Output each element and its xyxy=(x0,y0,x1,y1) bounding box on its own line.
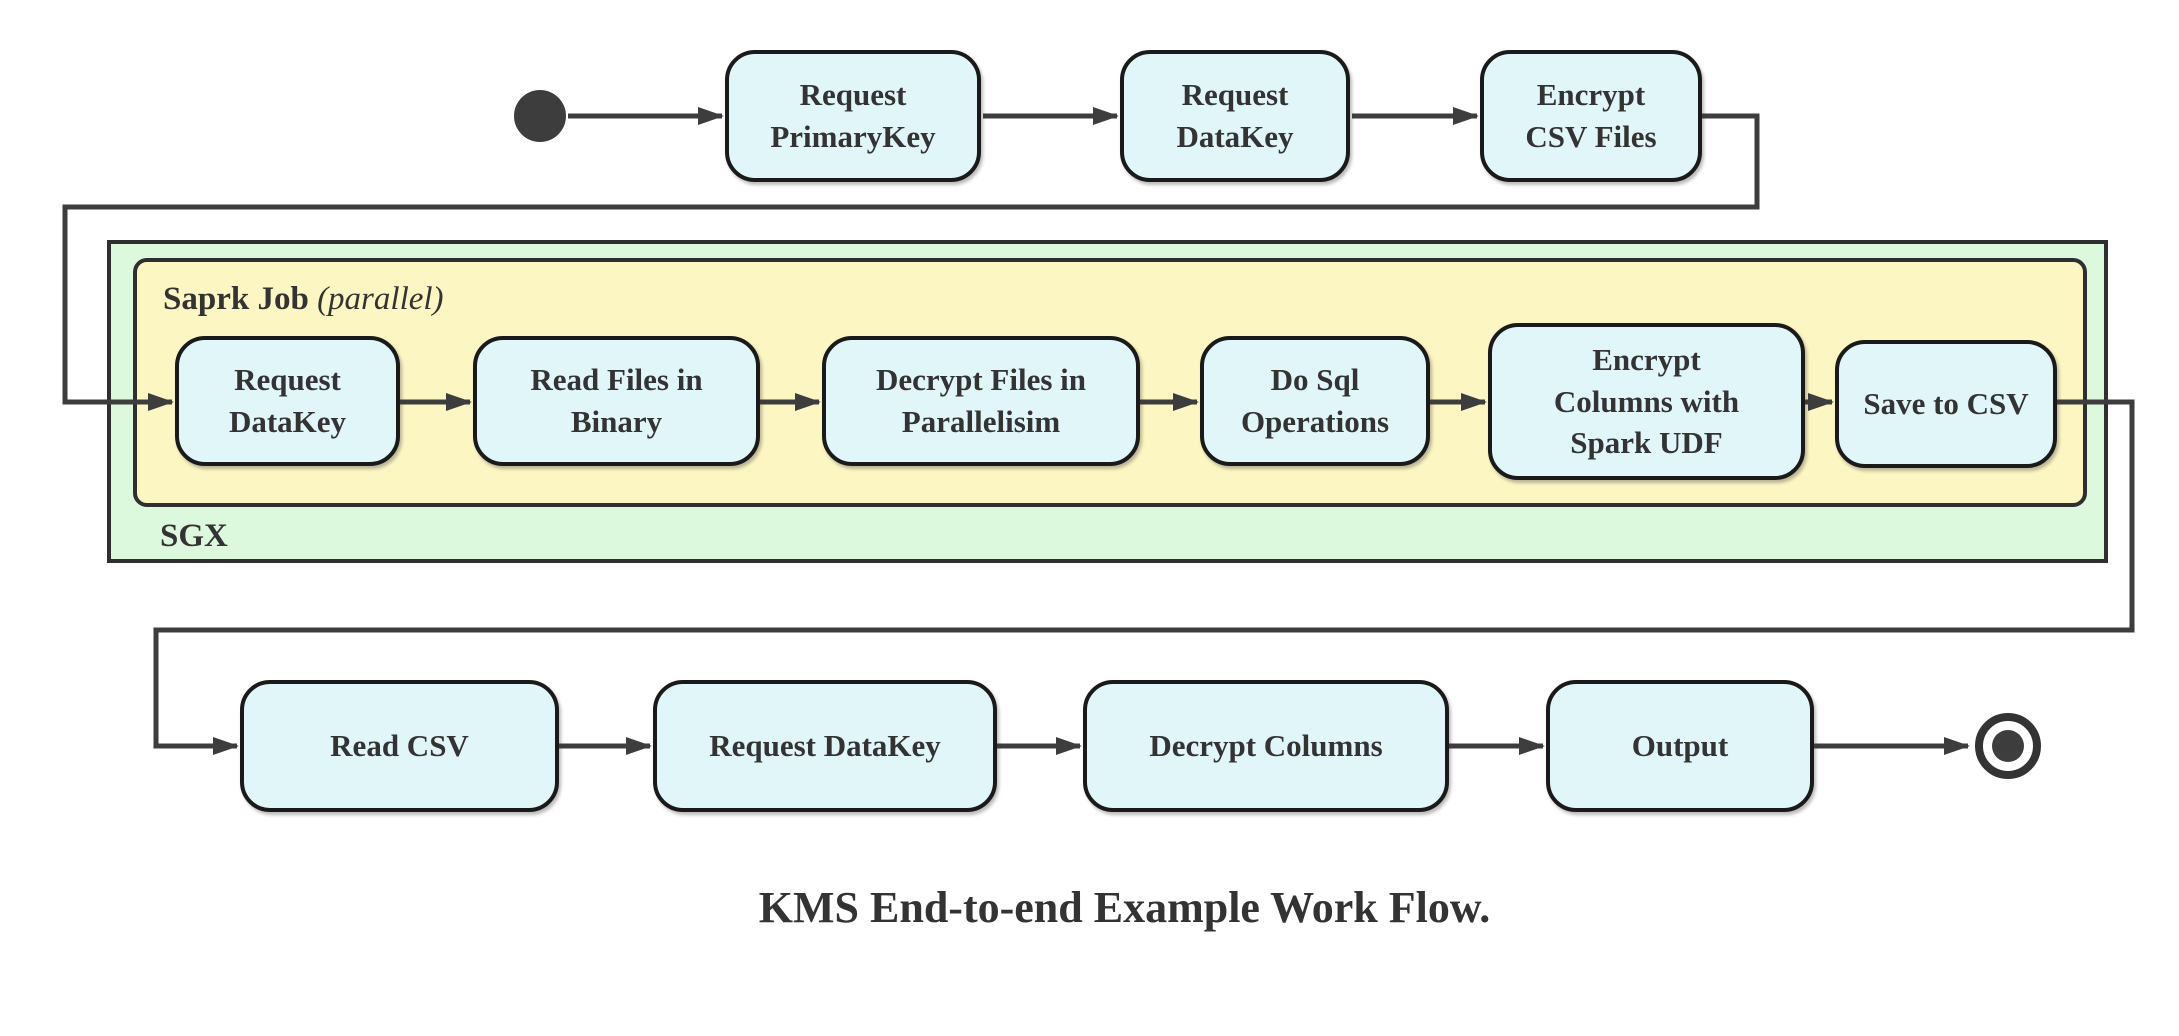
node-request-datakey-spark: Request DataKey xyxy=(175,336,400,466)
spark-job-label-parallel: (parallel) xyxy=(317,281,444,317)
sgx-label: SGX xyxy=(160,518,228,554)
node-label: Decrypt Columns xyxy=(1149,728,1383,764)
node-read-files-binary: Read Files in Binary xyxy=(473,336,760,466)
node-label: Read Files in Binary xyxy=(530,362,703,439)
node-read-csv: Read CSV xyxy=(240,680,559,812)
spark-job-label: Saprk Job (parallel) xyxy=(163,283,444,316)
node-encrypt-csv-files: Encrypt CSV Files xyxy=(1480,50,1702,182)
node-label: Read CSV xyxy=(330,728,469,764)
node-label: Do Sql Operations xyxy=(1240,362,1390,439)
node-label: Encrypt CSV Files xyxy=(1525,77,1657,154)
node-decrypt-files-parallel: Decrypt Files in Parallelisim xyxy=(822,336,1140,466)
node-save-to-csv: Save to CSV xyxy=(1835,340,2057,468)
node-label: Request DataKey xyxy=(709,728,941,764)
spark-job-label-bold: Saprk Job xyxy=(163,281,309,317)
end-node-dot xyxy=(1992,730,2024,762)
node-label: Request PrimaryKey xyxy=(770,77,936,154)
node-label: Output xyxy=(1631,728,1729,764)
end-node-ring xyxy=(1975,713,2041,779)
node-request-primarykey: Request PrimaryKey xyxy=(725,50,981,182)
node-label: Request DataKey xyxy=(228,362,347,439)
node-request-datakey-bottom: Request DataKey xyxy=(653,680,997,812)
node-label: Encrypt Columns with Spark UDF xyxy=(1553,341,1740,461)
node-do-sql-operations: Do Sql Operations xyxy=(1200,336,1430,466)
node-label: Decrypt Files in Parallelisim xyxy=(875,362,1087,439)
diagram-caption: KMS End-to-end Example Work Flow. xyxy=(758,883,1491,932)
start-node xyxy=(514,90,566,142)
node-decrypt-columns: Decrypt Columns xyxy=(1083,680,1449,812)
node-label: Save to CSV xyxy=(1863,386,2029,422)
node-label: Request DataKey xyxy=(1176,77,1294,154)
node-output: Output xyxy=(1546,680,1814,812)
node-request-datakey-top: Request DataKey xyxy=(1120,50,1350,182)
node-encrypt-columns-udf: Encrypt Columns with Spark UDF xyxy=(1488,323,1805,480)
